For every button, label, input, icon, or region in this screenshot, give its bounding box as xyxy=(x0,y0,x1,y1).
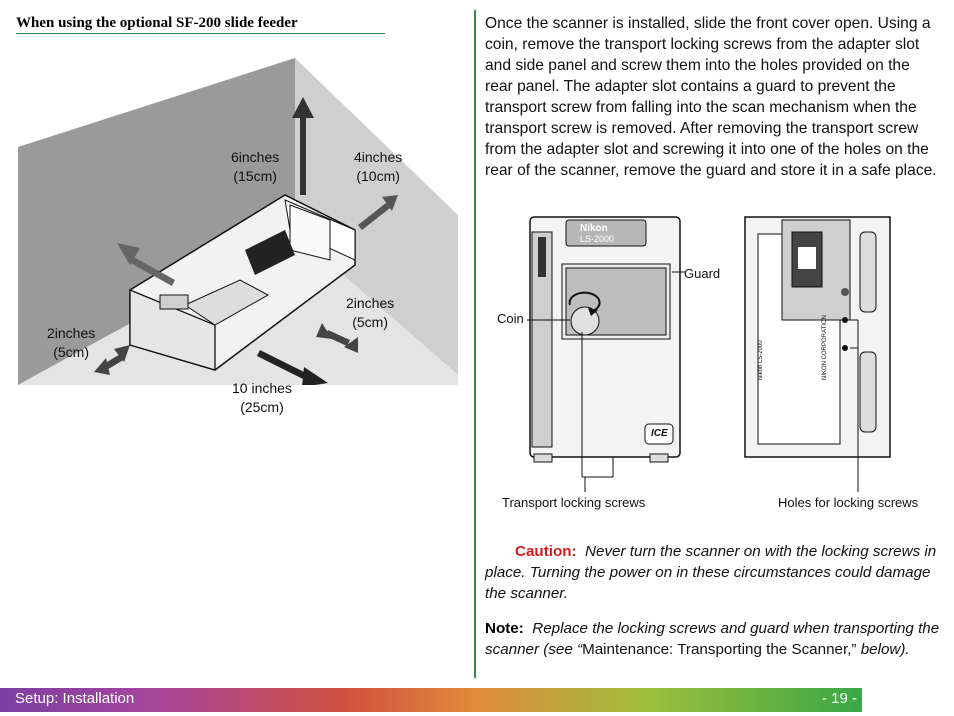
arrow-left xyxy=(94,345,130,375)
page-number: - 19 - xyxy=(821,690,857,707)
model-label: LS-2000 xyxy=(580,234,615,244)
scanner-front-rear-diagram xyxy=(527,216,891,492)
dim-10inches: 10 inches(25cm) xyxy=(232,380,292,415)
holes-label: Holes for locking screws xyxy=(778,495,919,510)
note-text-c: below). xyxy=(856,641,910,658)
caution-label: Caution: xyxy=(515,543,577,560)
arrow-back-left xyxy=(117,243,175,286)
column-divider xyxy=(474,10,476,678)
dim-4inches: 4inches(10cm) xyxy=(354,149,403,184)
clearance-diagram xyxy=(18,58,458,385)
section-heading: When using the optional SF-200 slide fee… xyxy=(16,15,385,34)
arrow-front xyxy=(257,350,328,385)
dim-2inches-right: 2inches(5cm) xyxy=(346,295,395,330)
note-text-a: Replace the locking screws and guard whe… xyxy=(485,620,940,658)
scanner-front-view xyxy=(527,216,686,492)
transport-screws-label: Transport locking screws xyxy=(502,495,646,510)
dim-6inches: 6inches(15cm) xyxy=(231,149,280,184)
dim-2inches-left: 2inches(5cm) xyxy=(47,325,96,360)
note-label: Note: xyxy=(485,620,524,637)
caution-text: Never turn the scanner on with the locki… xyxy=(485,543,937,602)
arrow-right xyxy=(316,323,358,353)
rear-label-model: Nikon LS-2000 xyxy=(758,340,764,380)
arrow-up xyxy=(292,97,314,195)
note-text-b: Maintenance: Transporting the Scanner,” xyxy=(582,641,857,658)
ice-badge: ICE xyxy=(651,428,668,439)
brand-label: Nikon xyxy=(580,223,608,234)
body-paragraph: Once the scanner is installed, slide the… xyxy=(485,15,937,179)
caution-paragraph: Caution: Never turn the scanner on with … xyxy=(485,541,945,604)
footer-section: Setup: Installation xyxy=(15,690,135,707)
guard-label: Guard xyxy=(684,266,721,281)
scanner-rear-view xyxy=(744,216,891,492)
coin-label: Coin xyxy=(497,311,524,326)
rear-label-maker: NIKON CORPORATION xyxy=(822,315,828,380)
note-paragraph: Note: Replace the locking screws and gua… xyxy=(485,618,945,660)
back-wall xyxy=(18,58,295,385)
arrow-back-right xyxy=(358,195,398,230)
footer-bar xyxy=(0,688,862,712)
